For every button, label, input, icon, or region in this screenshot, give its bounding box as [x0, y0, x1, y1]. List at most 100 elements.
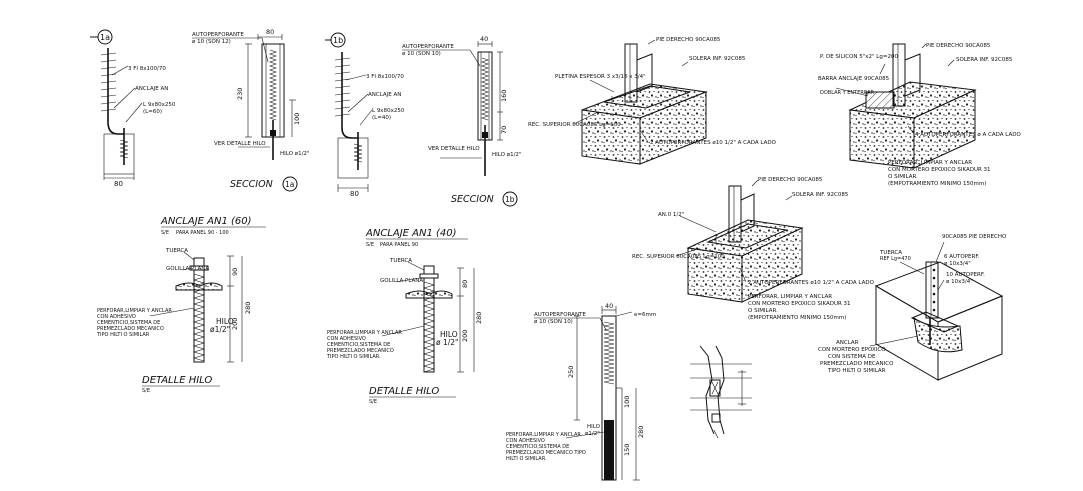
dim-top: 90: [231, 268, 239, 276]
note-line-2: CON MORTERO EPOXICO: [818, 347, 886, 353]
detail-panel: PARA PANEL 90 - 100: [176, 230, 229, 236]
dim-100: 100: [623, 396, 631, 408]
profile-sketch: [690, 345, 752, 439]
plate-label: P. DE SILICON 5"x2" Lg=200: [820, 54, 898, 60]
detail-1b: 1b 80 3 FI 8x100/70 ANCLAJE AN L 9x80x25…: [325, 32, 405, 198]
detail-bubble-label: 1b: [333, 36, 343, 45]
iso-detail-2: PIE DERECHO 90CA085 P. DE SILICON 5"x2" …: [818, 43, 1021, 187]
tuerca-label: TUERCA: [879, 250, 902, 256]
note-line-5: TIPO HILTI O SIMILAR.: [326, 354, 381, 360]
footing-front: [581, 109, 641, 165]
note-line-4: (EMPOTRAMIENTO MINIMO 150mm): [748, 315, 846, 321]
caption-scale: S/E: [142, 388, 150, 394]
angle-label: AN.0 1/2": [658, 212, 684, 218]
note-line-4: PREMEZCLADO MECANICO TIPO: [506, 450, 586, 456]
track-label: SOLERA INF. 92C085: [792, 192, 849, 198]
detail-caption: DETALLE HILO: [369, 386, 439, 397]
nut: [193, 257, 205, 267]
rebar-label: 3 FI 8x100/70: [128, 66, 166, 72]
note-line-3: CEMENTICIO,SISTEMA DE: [327, 342, 390, 348]
detalle-hilo-40: ANCLAJE AN1 (40) S/E PARA PANEL 90 TUERC…: [326, 228, 483, 405]
width-dim: 80: [350, 190, 359, 198]
nut-label: TUERCA: [165, 248, 188, 254]
bar-label: BARRA ANCLAJE 90CA085: [818, 76, 890, 82]
tuerca-ref: REF Lg=470: [880, 256, 911, 262]
stud-label: PIE DERECHO 90CA085: [926, 43, 991, 49]
note-line-3: CEMENTICIO,SISTEMA DE: [97, 320, 160, 326]
stud-label: 90CA085 PIE DERECHO: [942, 234, 1007, 240]
dim-top: 80: [266, 28, 274, 36]
plate-label: PLETINA ESPESOR 3 x3/16 x 3/4": [555, 74, 646, 80]
screw-spec: ø 10 (SON 10): [402, 51, 441, 57]
note-line-1: PERFORAR,LIMPIAR Y ANCLAR: [97, 308, 172, 314]
dim-low: 70: [500, 126, 508, 134]
note-line-3: O SIMILAR.: [888, 174, 918, 180]
detail-title: ANCLAJE AN1 (60): [160, 216, 252, 227]
threaded-rod: [423, 277, 435, 373]
profile-label: L 9x80x250: [143, 102, 176, 108]
note-line-1: PERFORAR, LIMPIAR Y ANCLAR: [888, 160, 972, 166]
note-line-4: PREMEZCLADO MECANICO: [327, 348, 394, 354]
note-line-5: TIPO HILTI O SIMILAR: [827, 368, 886, 374]
detalle-hilo-60: ANCLAJE AN1 (60) S/E PARA PANEL 90 - 100…: [96, 216, 266, 394]
screws-a-spec: ø 10x3/4": [944, 261, 971, 267]
track-label: SOLERA INF. 92C085: [956, 57, 1013, 63]
track-label: SOLERA INF. 92C085: [689, 56, 746, 62]
note-line-4: (EMPOTRAMIENTO MINIMO 150mm): [888, 181, 986, 187]
note-line-2: CON MORTERO EPOXICO SIKADUR 31: [888, 167, 991, 173]
detail-scale: S/E: [366, 242, 374, 248]
foundation-top: [874, 261, 1004, 323]
dim-height: 230: [236, 88, 244, 100]
detail-bubble-label: 1a: [100, 33, 110, 42]
stud-profile: [925, 261, 939, 319]
dim-e: e=6mm: [634, 312, 656, 318]
dim-low: 100: [293, 113, 301, 125]
section-title: SECCION: [451, 194, 494, 205]
footing-outline: [103, 133, 135, 175]
note-line-2: CON ADHESIVO: [327, 336, 366, 342]
ref-sup-label: REC. SUPERIOR 60CA085 Lg=100: [528, 122, 621, 128]
note-line-1: ANCLAR: [836, 340, 859, 346]
detail-caption: DETALLE HILO: [142, 375, 212, 386]
note-line-4: PREMEZCLADO MECANICO: [820, 361, 894, 367]
rebar-ties: [100, 52, 117, 112]
profile-length: (L=60): [143, 109, 162, 115]
caption-scale: S/E: [369, 399, 377, 405]
dim-top: 40: [605, 302, 613, 310]
embedded-rod: [604, 420, 614, 480]
rod-label: HILO: [440, 330, 458, 339]
note-line-1: PERFORAR,LIMPIAR Y ANCLAR: [327, 330, 402, 336]
angle-bend: [107, 121, 124, 135]
footing-side: [639, 91, 707, 165]
nut: [423, 265, 435, 275]
dim-250: 250: [567, 366, 575, 378]
post-detail: AUTOPERFORANTE ø 10 (SON 10) 40 e=6mm 25…: [506, 302, 656, 481]
ref-detail: VER DETALLE HILO: [428, 146, 480, 152]
screws-label: 4 AUTOPERFORANTES ø A CADA LADO: [915, 132, 1021, 138]
section-1a: AUTOPERFORANTE ø 10 (SON 12) 80 230 100 …: [192, 28, 309, 192]
screw-spec: ø 10 (SON 12): [192, 39, 231, 45]
note-line-3: O SIMILAR.: [748, 308, 778, 314]
rod-label: HILO: [216, 317, 234, 326]
note-line-5: TIPO HILTI O SIMILAR: [96, 332, 150, 338]
rebar-label: 3 FI 8x100/70: [366, 74, 404, 80]
note-line-3: CEMENTICIO,SISTEMA DE: [506, 444, 569, 450]
screw-label: AUTOPERFORANTE: [402, 44, 454, 50]
section-bubble: 1b: [505, 195, 515, 204]
stud-label: PIE DERECHO 90CA085: [656, 37, 721, 43]
rod-diameter: ø1/2": [210, 325, 230, 334]
profile-length: (L=40): [372, 115, 391, 121]
section-bubble: 1a: [285, 180, 294, 189]
stud-label: PIE DERECHO 90CA085: [758, 177, 823, 183]
rod-label: HILO ø1/2": [280, 151, 309, 157]
detail-1a: 1a 80 3 FI 8x100/70 ANCLAJE AN L 9x80x25…: [90, 29, 176, 188]
rebar-ties: [334, 57, 351, 117]
section-title: SECCION: [230, 179, 273, 190]
note-line-2: CON ADHESIVO: [97, 314, 136, 320]
anchor-block: [865, 91, 895, 109]
screw-spec: ø 10 (SON 10): [534, 319, 573, 325]
dim-height: 160: [500, 90, 508, 102]
note-line-1: PERFORAR,LIMPIAR Y ANCLAR: [506, 432, 581, 438]
